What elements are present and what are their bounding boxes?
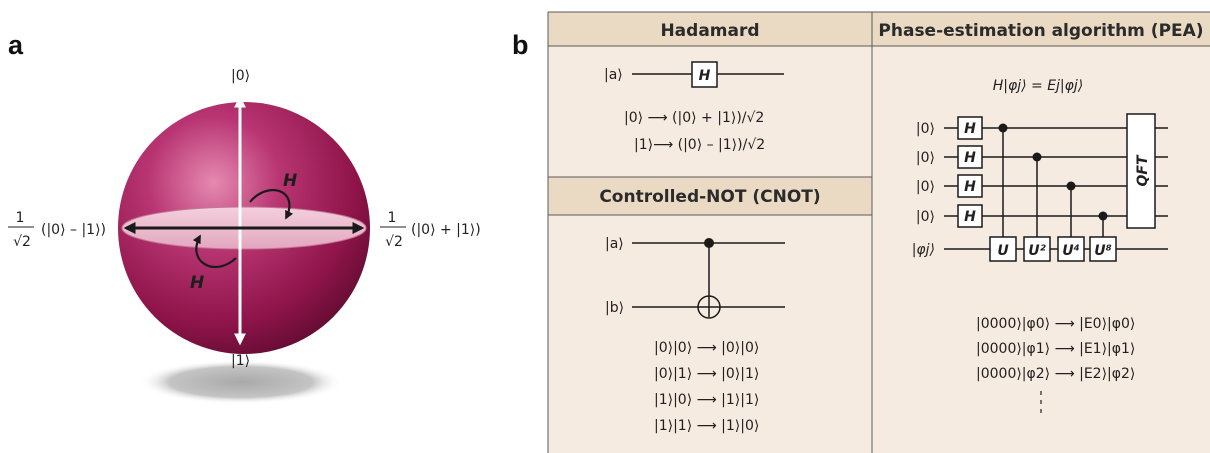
- hadamard-gate-box: [691, 61, 718, 88]
- pea-result-0: |0000⟩|φ0⟩ ⟶ |E0⟩|φ0⟩: [976, 316, 1135, 332]
- pea-control-dot: [1066, 181, 1076, 191]
- bottom-state-label: |1⟩: [231, 353, 250, 369]
- pea-u-gate-label: U²: [1028, 243, 1046, 259]
- pea-u-gate: [1089, 236, 1117, 262]
- cnot-control-label: |a⟩: [605, 236, 624, 252]
- right-frac-denominator: √2: [385, 234, 403, 250]
- left-frac-denominator: √2: [13, 234, 31, 250]
- sphere-shadow: [139, 360, 343, 404]
- top-state-label: |0⟩: [231, 68, 250, 84]
- cnot-rule-0: |0⟩|0⟩ ⟶ |0⟩|0⟩: [654, 340, 759, 356]
- hadamard-input-label: |a⟩: [604, 67, 623, 83]
- left-frac-numerator: 1: [16, 210, 25, 226]
- pea-input-label: |0⟩: [916, 150, 935, 166]
- left-state-label: (|0⟩ – |1⟩): [41, 222, 106, 238]
- cnot-rule-2: |1⟩|0⟩ ⟶ |1⟩|1⟩: [654, 392, 759, 408]
- pea-u-gate-label: U: [997, 243, 1009, 259]
- pea-control-dot: [998, 123, 1008, 133]
- right-column-bg: [872, 12, 1210, 453]
- pea-u-gate: [1057, 236, 1085, 262]
- pea-control-dot: [1098, 211, 1108, 221]
- right-frac-numerator: 1: [388, 210, 397, 226]
- pea-u-gate-label: U⁴: [1062, 243, 1080, 259]
- cnot-rule-3: |1⟩|1⟩ ⟶ |1⟩|0⟩: [654, 418, 759, 434]
- pea-control-dot: [1032, 152, 1042, 162]
- pea-u-gate-label: U⁸: [1094, 243, 1112, 259]
- pea-u-gate: [989, 236, 1017, 262]
- cnot-title: Controlled-NOT (CNOT): [599, 187, 820, 207]
- pea-qft-box: [1126, 113, 1156, 229]
- pea-result-2: |0000⟩|φ2⟩ ⟶ |E2⟩|φ2⟩: [976, 366, 1135, 382]
- panel-b-letter: b: [512, 30, 529, 60]
- pea-result-1: |0000⟩|φ1⟩ ⟶ |E1⟩|φ1⟩: [976, 341, 1135, 357]
- pea-header-bg: [872, 12, 1210, 46]
- pea-input-label: |0⟩: [916, 179, 935, 195]
- pea-input-label: |0⟩: [916, 121, 935, 137]
- cnot-rule-1: |0⟩|1⟩ ⟶ |0⟩|1⟩: [654, 366, 759, 382]
- upper-hadamard-arrow: [249, 188, 294, 220]
- lower-hadamard-arrow: [192, 234, 237, 269]
- pea-h-gate-label: H: [964, 121, 976, 137]
- cnot-target-xor: [697, 295, 721, 319]
- pea-h-gate: [957, 145, 983, 169]
- cnot-header-bg: [548, 177, 872, 215]
- pea-u-gate: [1023, 236, 1051, 262]
- hadamard-gate-label: H: [699, 68, 711, 84]
- pea-input-label: |0⟩: [916, 209, 935, 225]
- right-state-label: (|0⟩ + |1⟩): [411, 222, 481, 238]
- hadamard-header-bg: [548, 12, 872, 46]
- hadamard-rule-1: |1⟩⟶ (|0⟩ – |1⟩)/√2: [634, 137, 765, 153]
- lower-h-label: H: [190, 273, 204, 293]
- pea-h-gate-label: H: [964, 179, 976, 195]
- panel-a-letter: a: [8, 30, 24, 60]
- pea-qft-label: QFT: [1135, 154, 1151, 186]
- bloch-sphere-diagram: H H |0⟩ |1⟩ 1 √2 (|0⟩ – |1⟩) 1 √2 (|0⟩ +…: [8, 68, 481, 404]
- pea-h-gate-label: H: [964, 209, 976, 225]
- cnot-target-label: |b⟩: [605, 300, 624, 316]
- pea-title: Phase-estimation algorithm (PEA): [878, 21, 1203, 41]
- pea-h-gate: [957, 174, 983, 198]
- pea-input-label: |φj⟩: [912, 242, 935, 258]
- upper-h-label: H: [283, 171, 297, 191]
- hadamard-rule-0: |0⟩ ⟶ (|0⟩ + |1⟩)/√2: [624, 110, 764, 126]
- pea-equation: H|φj⟩ = Ej|φj⟩: [993, 78, 1084, 94]
- pea-h-gate: [957, 116, 983, 140]
- pea-h-gate: [957, 204, 983, 228]
- hadamard-title: Hadamard: [660, 21, 759, 41]
- pea-h-gate-label: H: [964, 150, 976, 166]
